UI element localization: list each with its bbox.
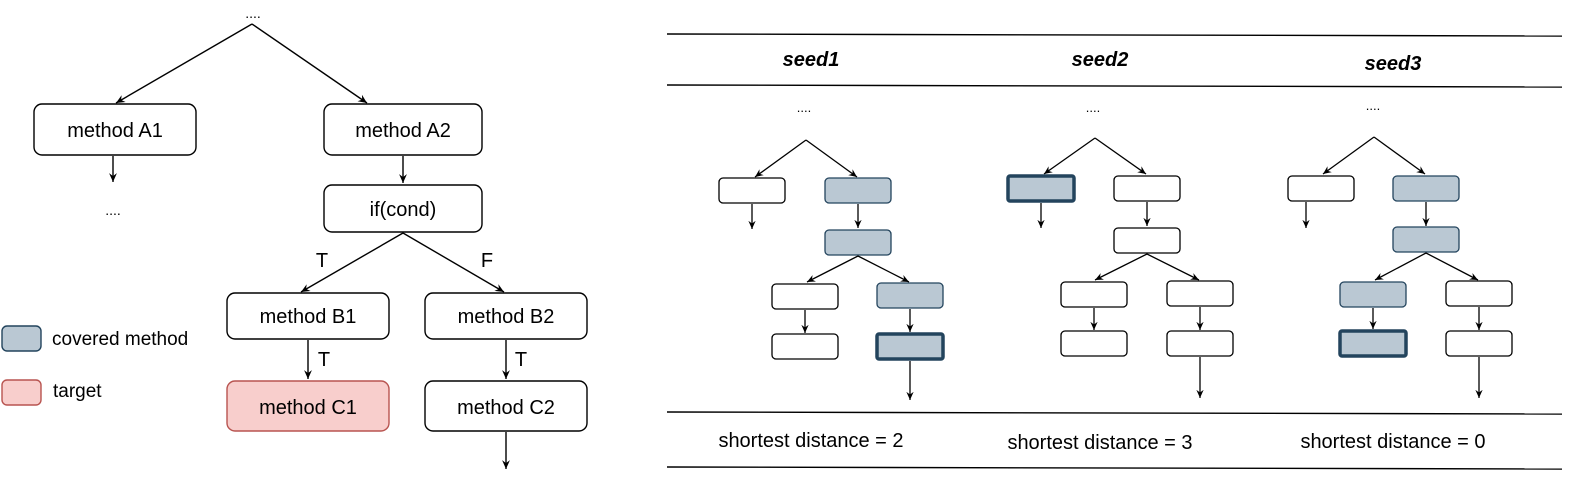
seed1-node-if-covered: [824, 229, 892, 256]
seed1-tree: [718, 139, 945, 400]
legend-target-swatch: [1, 379, 42, 406]
node-label: method B1: [260, 306, 357, 328]
seed2-node-if: [1113, 227, 1181, 254]
legend-covered-label: covered method: [52, 329, 188, 350]
seed1-node-c1: [771, 333, 839, 360]
table-footer-rule: [666, 411, 1563, 415]
seed3-node-a2-covered: [1392, 175, 1460, 202]
edge: [1043, 137, 1096, 175]
table-top-rule: [666, 33, 1563, 37]
edge-if-b1: [300, 232, 404, 293]
branch-true-label: T: [316, 250, 328, 272]
edge-root-a2: [251, 23, 368, 104]
edge: [805, 139, 858, 178]
seed3-ellipsis: ....: [1366, 98, 1380, 113]
node-label: method A1: [67, 120, 163, 142]
edge: [1146, 253, 1200, 281]
header-seed1: seed1: [783, 49, 840, 71]
edge: [754, 139, 807, 178]
edge: [806, 255, 859, 283]
left-call-tree: .... method A1 .... method A2 if(cond) T…: [33, 5, 588, 469]
node-method-b1: method B1: [226, 292, 390, 340]
seed3-node-if-covered: [1392, 226, 1460, 253]
seed1-node-b1: [771, 283, 839, 310]
seed3-node-c1-target-reached: [1338, 329, 1408, 358]
table-bottom-rule: [666, 466, 1563, 470]
node-label: method A2: [355, 120, 451, 142]
seed1-distance: shortest distance = 2: [718, 430, 903, 452]
node-if-cond: if(cond): [323, 184, 483, 233]
node-method-b2: method B2: [424, 292, 588, 340]
root-ellipsis: ....: [245, 5, 261, 21]
node-label: method C1: [259, 397, 357, 419]
node-method-a2: method A2: [323, 103, 483, 156]
seed2-node-c2: [1166, 330, 1234, 357]
edge: [1374, 252, 1427, 281]
edge: [1094, 253, 1148, 281]
seed2-node-a2: [1113, 175, 1181, 202]
table-header-rule: [666, 84, 1563, 88]
edge: [1373, 136, 1426, 175]
node-method-c1-target: method C1: [226, 380, 390, 432]
edge: [1094, 137, 1147, 175]
legend-target-label: target: [53, 381, 102, 402]
node-label: method B2: [458, 306, 555, 328]
legend: covered method target: [1, 325, 188, 406]
seed3-node-a1: [1287, 175, 1355, 202]
edge: [1425, 252, 1479, 281]
edge-root-a1: [115, 23, 253, 104]
seed-table: seed1 seed2 seed3 .... .... ....: [666, 33, 1563, 470]
seed2-node-c1: [1060, 330, 1128, 357]
seed1-node-a2-covered: [824, 177, 892, 204]
seed2-node-b1: [1060, 281, 1128, 308]
seed2-node-b2: [1166, 280, 1234, 307]
seed1-ellipsis: ....: [797, 100, 811, 115]
seed1-node-a1: [718, 177, 786, 204]
legend-covered-swatch: [1, 325, 42, 352]
b2-true-label: T: [515, 349, 527, 371]
seed3-node-b2: [1445, 280, 1513, 307]
seed3-node-b1-covered: [1339, 281, 1407, 308]
b1-true-label: T: [318, 349, 330, 371]
seed3-tree: [1287, 136, 1513, 398]
node-label: if(cond): [370, 199, 437, 221]
a1-ellipsis: ....: [105, 202, 121, 218]
seed2-node-a1-deepest: [1006, 174, 1076, 203]
node-method-c2: method C2: [424, 380, 588, 432]
seed1-node-c2-deepest: [875, 332, 945, 361]
seed2-distance: shortest distance = 3: [1007, 432, 1192, 454]
branch-false-label: F: [481, 250, 493, 272]
seed2-tree: [1006, 137, 1234, 398]
header-seed3: seed3: [1365, 53, 1422, 75]
node-label: method C2: [457, 397, 555, 419]
header-seed2: seed2: [1072, 49, 1129, 71]
seed3-node-c2: [1445, 330, 1513, 357]
node-method-a1: method A1: [33, 103, 197, 156]
seed1-node-b2-covered: [876, 282, 944, 309]
edge: [1322, 136, 1375, 175]
seed2-ellipsis: ....: [1086, 100, 1100, 115]
edge: [857, 255, 910, 283]
seed3-distance: shortest distance = 0: [1300, 431, 1485, 453]
edge-if-b2: [402, 232, 505, 293]
